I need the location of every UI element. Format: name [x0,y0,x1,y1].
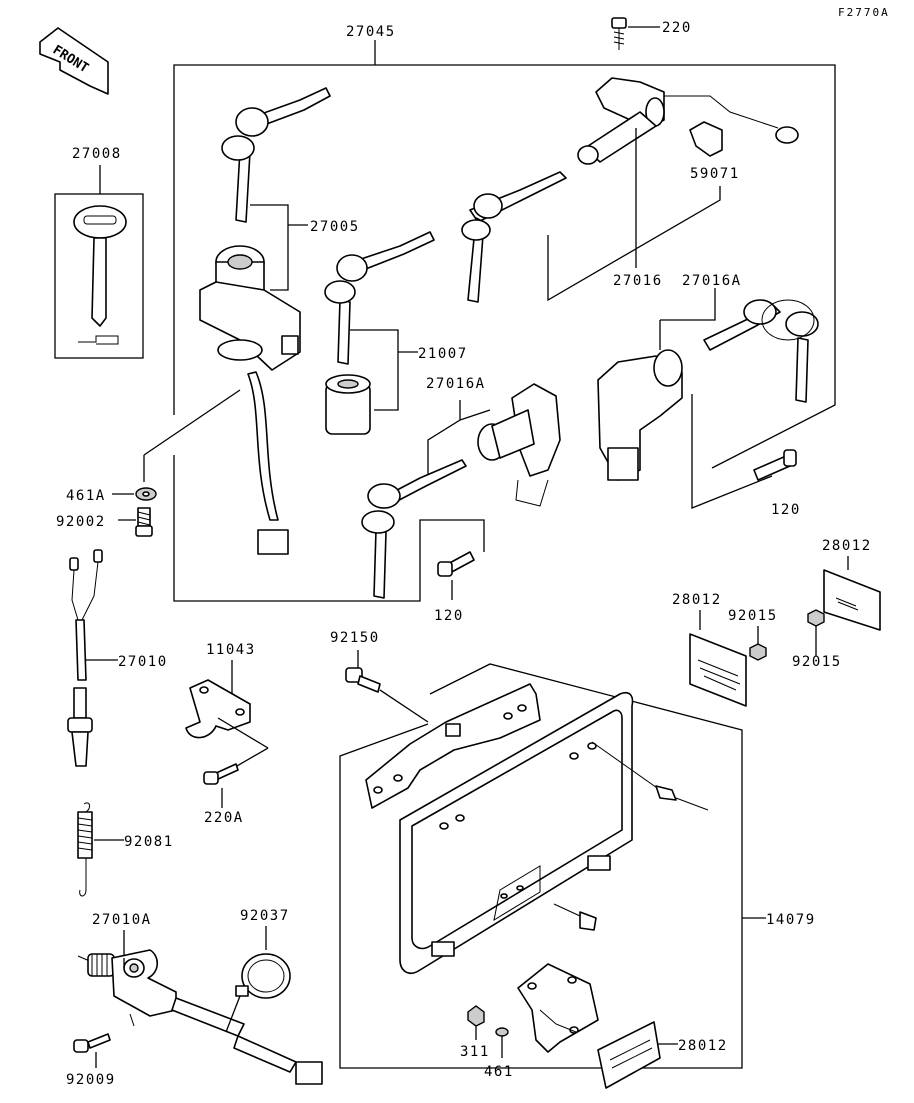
lock-27016A-upper: 27016A [597,273,819,481]
label-27045: 27045 [346,24,396,40]
keys-27005: 27005 [221,87,360,291]
label-27008: 27008 [72,146,122,162]
screw-92009: 92009 [66,1033,116,1088]
label-21007: 21007 [418,346,468,362]
switch-27010A: 27010A [77,912,323,1085]
bracket-11043: 11043 [185,642,269,771]
washer-461: 461 [484,1027,514,1080]
figure-code: F2770A [838,6,890,19]
front-arrow-icon: FRONT [39,27,109,95]
label-14079: 14079 [766,912,816,928]
label-27005: 27005 [310,219,360,235]
reflector-bracket-lower: 28012 [517,963,728,1089]
screw-92002: 92002 [56,507,153,537]
switch-27010: 27010 [67,549,168,767]
label-27016: 27016 [613,273,663,289]
label-120-right: 120 [771,502,801,518]
ignition-switch [143,245,301,555]
nut-92015-a: 92015 [728,608,778,661]
label-11043: 11043 [206,642,256,658]
nut-92015-b: 92015 [792,609,842,670]
bolt-92150: 92150 [330,630,429,723]
label-28012-mid: 28012 [672,592,722,608]
keys-upper-center [461,171,721,303]
label-28012-right: 28012 [822,538,872,554]
band-92037: 92037 [225,908,291,1033]
label-311: 311 [460,1044,490,1060]
label-28012-bottom: 28012 [678,1038,728,1054]
license-bracket-14079: 14079 [339,663,816,1069]
label-92015-a: 92015 [728,608,778,624]
label-120-lower: 120 [434,608,464,624]
screw-220A: 220A [203,763,244,826]
label-461: 461 [484,1064,514,1080]
reflector-28012-right: 28012 [822,538,881,631]
label-27010: 27010 [118,654,168,670]
label-92009: 92009 [66,1072,116,1088]
seat-lock-27016: 27016 [577,77,799,289]
lock-27016A-lower: 27016A [361,376,561,599]
label-59071: 59071 [690,166,740,182]
label-27016A-lower: 27016A [426,376,486,392]
reflector-28012-mid: 28012 [672,592,747,707]
group-27045: 27045 [173,24,836,602]
label-220A: 220A [204,810,244,826]
label-27010A: 27010A [92,912,152,928]
label-92081: 92081 [124,834,174,850]
label-92150: 92150 [330,630,380,646]
label-92002: 92002 [56,514,106,530]
label-220: 220 [662,20,692,36]
spring-92081: 92081 [77,802,174,897]
label-92015-b: 92015 [792,654,842,670]
keys-21007: 21007 [324,231,468,435]
clip-59071: 59071 [689,121,740,182]
screw-220: 220 [611,17,692,50]
label-27016A-upper: 27016A [682,273,742,289]
bolt-120-right: 120 [691,394,801,518]
label-461A: 461A [66,488,106,504]
bolt-120-lower: 120 [434,551,475,624]
nut-311: 311 [460,1005,490,1060]
key-card-27008: 27008 [54,146,144,359]
washer-461A: 461A [66,487,157,504]
label-92037: 92037 [240,908,290,924]
